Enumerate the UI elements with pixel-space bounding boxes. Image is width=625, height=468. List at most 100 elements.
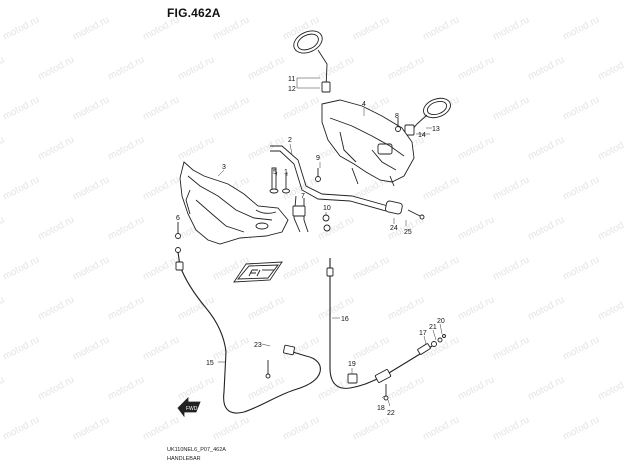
watermark-text: motod.ru <box>491 174 531 202</box>
watermark-text: motod.ru <box>211 94 251 122</box>
watermark-text: motod.ru <box>526 134 566 162</box>
watermark-text: motod.ru <box>526 374 566 402</box>
watermark-text: motod.ru <box>491 94 531 122</box>
watermark-text: motod.ru <box>0 134 6 162</box>
watermark-text: motod.ru <box>0 54 6 82</box>
front-handlebar-cover <box>179 161 289 245</box>
watermark-text: motod.ru <box>176 294 216 322</box>
watermark-text: motod.ru <box>141 14 181 42</box>
watermark-text: motod.ru <box>561 94 601 122</box>
watermark-text: motod.ru <box>421 254 461 282</box>
callout-labels: 11 12 4 13 14 2 3 8 9 5 1 6 7 10 24 25 1… <box>176 76 445 417</box>
watermark-text: motod.ru <box>141 174 181 202</box>
callout-8: 8 <box>395 113 399 120</box>
right-mirror <box>404 97 451 136</box>
watermark-text: motod.ru <box>456 214 496 242</box>
watermark-text: motod.ru <box>246 374 286 402</box>
watermark-text: motod.ru <box>351 334 391 362</box>
watermark-text: motod.ru <box>141 254 181 282</box>
watermark-text: motod.ru <box>316 54 356 82</box>
watermark-text: motod.ru <box>71 94 111 122</box>
watermark-text: motod.ru <box>141 414 181 442</box>
watermark-text: motod.ru <box>176 54 216 82</box>
watermark-text: motod.ru <box>36 134 76 162</box>
watermark-text: motod.ru <box>281 414 321 442</box>
watermark-text: motod.ru <box>246 294 286 322</box>
watermark-text: motod.ru <box>176 134 216 162</box>
callout-21: 21 <box>429 324 437 331</box>
fwd-arrow-text: FWD <box>186 406 198 412</box>
caption-code: UK110NEL6_P07_462A <box>167 447 226 453</box>
watermark-text: motod.ru <box>0 214 6 242</box>
watermark-text: motod.ru <box>211 14 251 42</box>
watermark-text: motod.ru <box>106 134 146 162</box>
left-mirror <box>293 30 331 93</box>
callout-9: 9 <box>316 155 320 162</box>
bolts <box>175 118 425 239</box>
watermark-text: motod.ru <box>456 134 496 162</box>
watermark-text: motod.ru <box>0 374 6 402</box>
callout-6: 6 <box>176 215 180 222</box>
watermark-text: motod.ru <box>141 94 181 122</box>
watermark-text: motod.ru <box>526 54 566 82</box>
watermark-text: motod.ru <box>526 294 566 322</box>
watermark-text: motod.ru <box>0 294 6 322</box>
caption: UK110NEL6_P07_462A HANDLEBAR <box>167 447 226 462</box>
callout-22: 22 <box>387 410 395 417</box>
callout-12: 12 <box>288 86 296 93</box>
watermark-text: motod.ru <box>351 414 391 442</box>
watermark-text: motod.ru <box>36 54 76 82</box>
watermark-text: motod.ru <box>456 294 496 322</box>
caption-title: HANDLEBAR <box>167 456 201 462</box>
watermark-text: motod.ru <box>211 334 251 362</box>
watermark-text: motod.ru <box>1 414 41 442</box>
watermark-text: motod.ru <box>596 54 625 82</box>
watermark-text: motod.ru <box>351 14 391 42</box>
watermark-text: motod.ru <box>281 94 321 122</box>
callout-3: 3 <box>222 164 226 171</box>
brake-cable-16 <box>326 258 446 401</box>
watermark-text: motod.ru <box>351 254 391 282</box>
watermark-text: motod.ru <box>491 414 531 442</box>
callout-leaders <box>177 77 443 407</box>
watermark-text: motod.ru <box>421 414 461 442</box>
watermark-text: motod.ru <box>421 14 461 42</box>
callout-20: 20 <box>437 318 445 325</box>
callout-19: 19 <box>348 361 356 368</box>
callout-14: 14 <box>418 132 426 139</box>
watermark-text: motod.ru <box>386 294 426 322</box>
figure-title: FIG.462A <box>167 6 221 20</box>
watermark-text: motod.ru <box>421 174 461 202</box>
fi-logo-icon <box>233 261 283 283</box>
watermark-text: motod.ru <box>561 254 601 282</box>
callout-23: 23 <box>254 342 262 349</box>
watermark-text: motod.ru <box>561 14 601 42</box>
callout-1: 1 <box>284 169 288 176</box>
watermark-text: motod.ru <box>316 294 356 322</box>
watermark-text: motod.ru <box>596 294 625 322</box>
watermark-text: motod.ru <box>106 54 146 82</box>
watermark-text: motod.ru <box>1 14 41 42</box>
watermark-text: motod.ru <box>561 334 601 362</box>
callout-17: 17 <box>419 330 427 337</box>
callout-4: 4 <box>362 101 366 108</box>
watermark-text: motod.ru <box>71 334 111 362</box>
watermark-text: motod.ru <box>316 214 356 242</box>
watermark-text: motod.ru <box>561 414 601 442</box>
watermark-text: motod.ru <box>106 294 146 322</box>
callout-10: 10 <box>323 205 331 212</box>
watermark-text: motod.ru <box>71 14 111 42</box>
watermark-text: motod.ru <box>491 254 531 282</box>
watermark-text: motod.ru <box>456 54 496 82</box>
watermark-text: motod.ru <box>1 254 41 282</box>
watermark-text: motod.ru <box>36 374 76 402</box>
watermark-text: motod.ru <box>71 174 111 202</box>
watermark-text: motod.ru <box>246 54 286 82</box>
callout-24: 24 <box>390 225 398 232</box>
brake-cable-15 <box>175 247 321 414</box>
callout-18: 18 <box>377 405 385 412</box>
callout-25: 25 <box>404 229 412 236</box>
watermark-text: motod.ru <box>106 374 146 402</box>
watermark-text: motod.ru <box>491 334 531 362</box>
callout-5: 5 <box>273 169 277 176</box>
